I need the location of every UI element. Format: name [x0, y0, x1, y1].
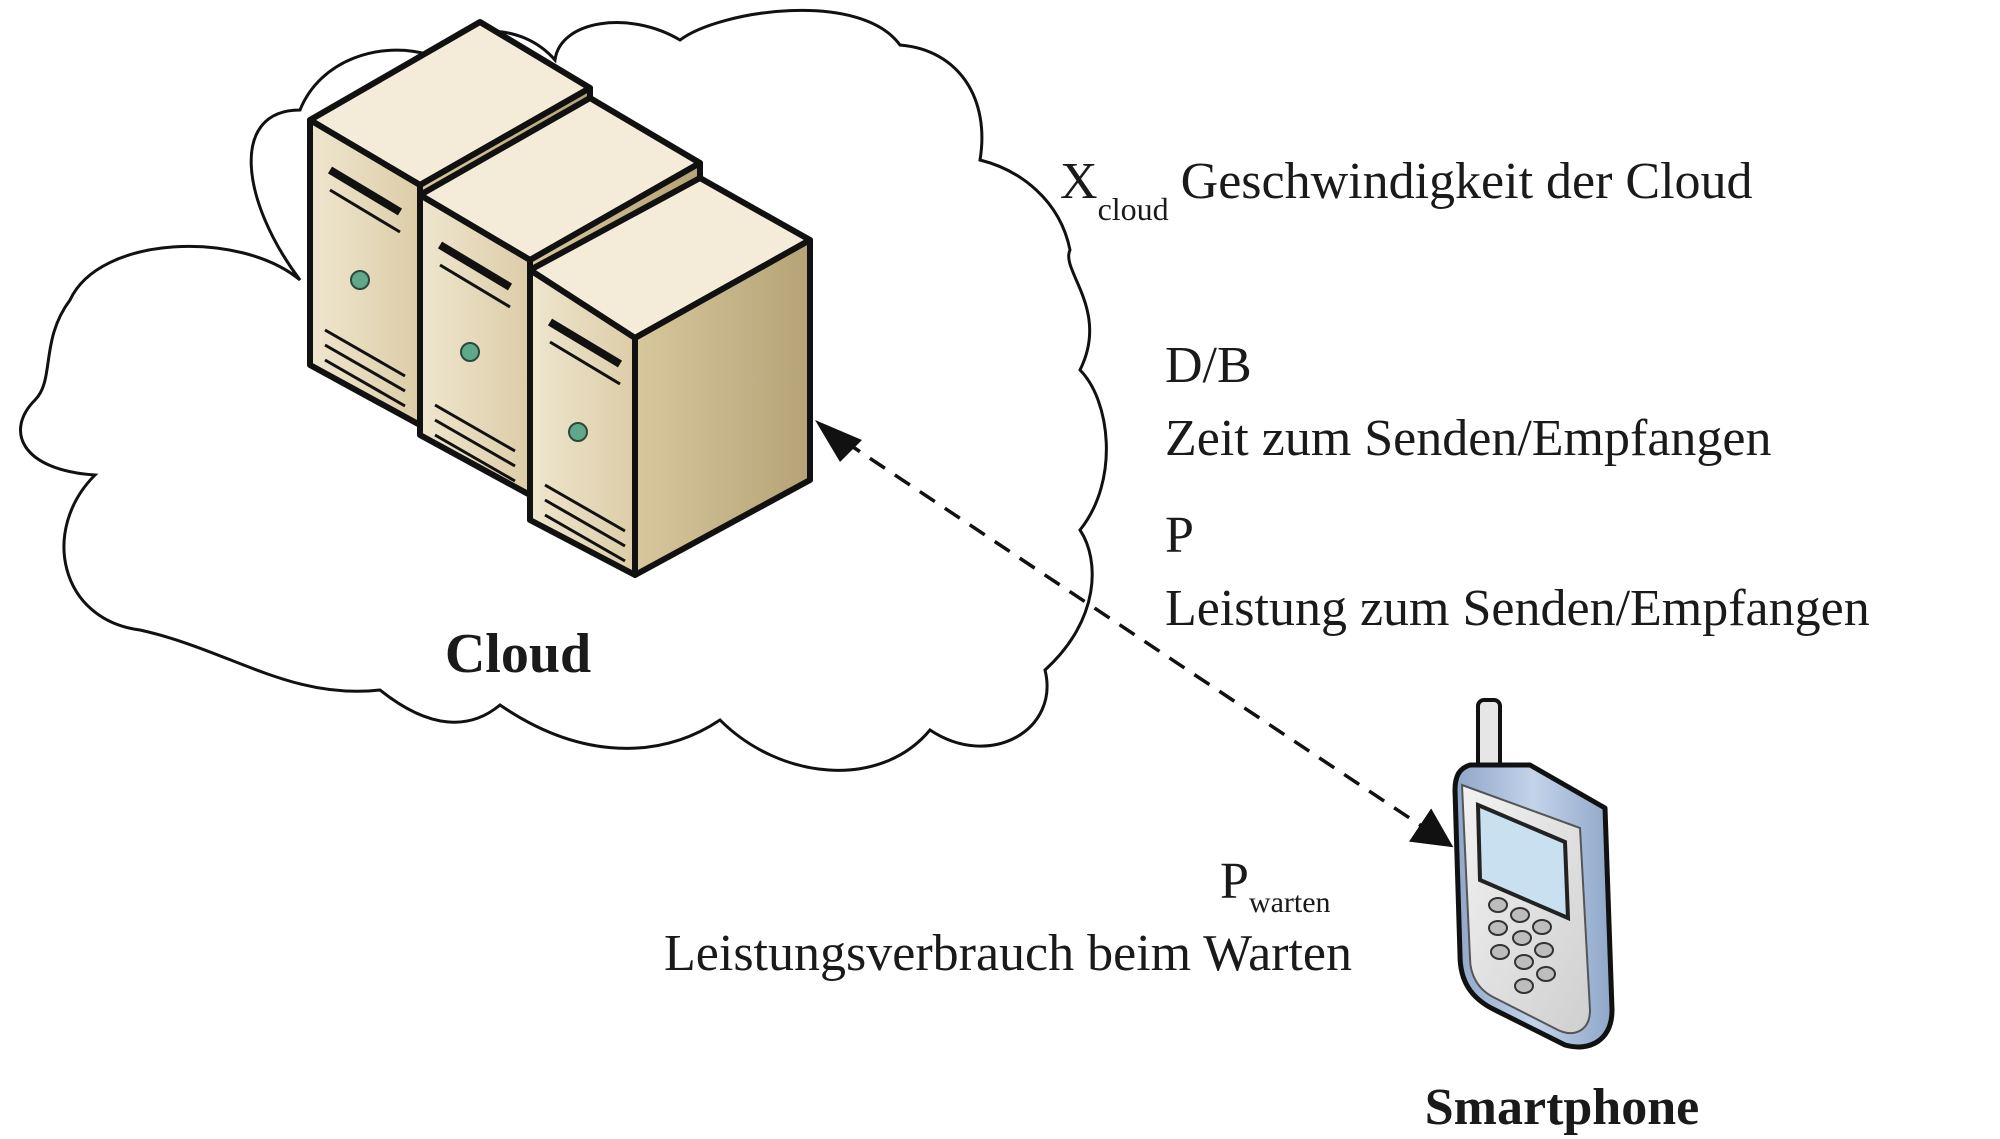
- speed-text: Geschwindigkeit der Cloud: [1181, 153, 1753, 210]
- connection-line: [819, 423, 1454, 848]
- wait-power-subscript: warten: [1249, 886, 1331, 919]
- transfer-time-symbol: D/B: [1165, 337, 1252, 394]
- annotation-speed: Xcloud Geschwindigkeit der Cloud: [1060, 153, 1753, 227]
- annotation-transfer-power: P Leistung zum Senden/Empfangen: [1165, 507, 1870, 637]
- transfer-power-text: Leistung zum Senden/Empfangen: [1165, 580, 1870, 637]
- smartphone-icon: [1452, 698, 1615, 1050]
- wait-power-symbol: P: [1220, 853, 1249, 910]
- wait-power-text: Leistungsverbrauch beim Warten: [664, 925, 1352, 982]
- smartphone-label: Smartphone: [1425, 1079, 1699, 1136]
- annotation-wait-power: Pwarten Leistungsverbrauch beim Warten: [664, 853, 1352, 982]
- annotation-transfer-time: D/B Zeit zum Senden/Empfangen: [1165, 337, 1771, 467]
- speed-symbol: X: [1060, 153, 1098, 210]
- speed-subscript: cloud: [1098, 191, 1169, 227]
- transfer-time-text: Zeit zum Senden/Empfangen: [1165, 410, 1771, 467]
- transfer-power-symbol: P: [1165, 507, 1194, 564]
- svg-text:Pwarten: Pwarten: [1220, 853, 1331, 919]
- cloud-label: Cloud: [445, 623, 591, 685]
- server-front: [527, 175, 813, 578]
- arrowhead-up: [815, 420, 862, 462]
